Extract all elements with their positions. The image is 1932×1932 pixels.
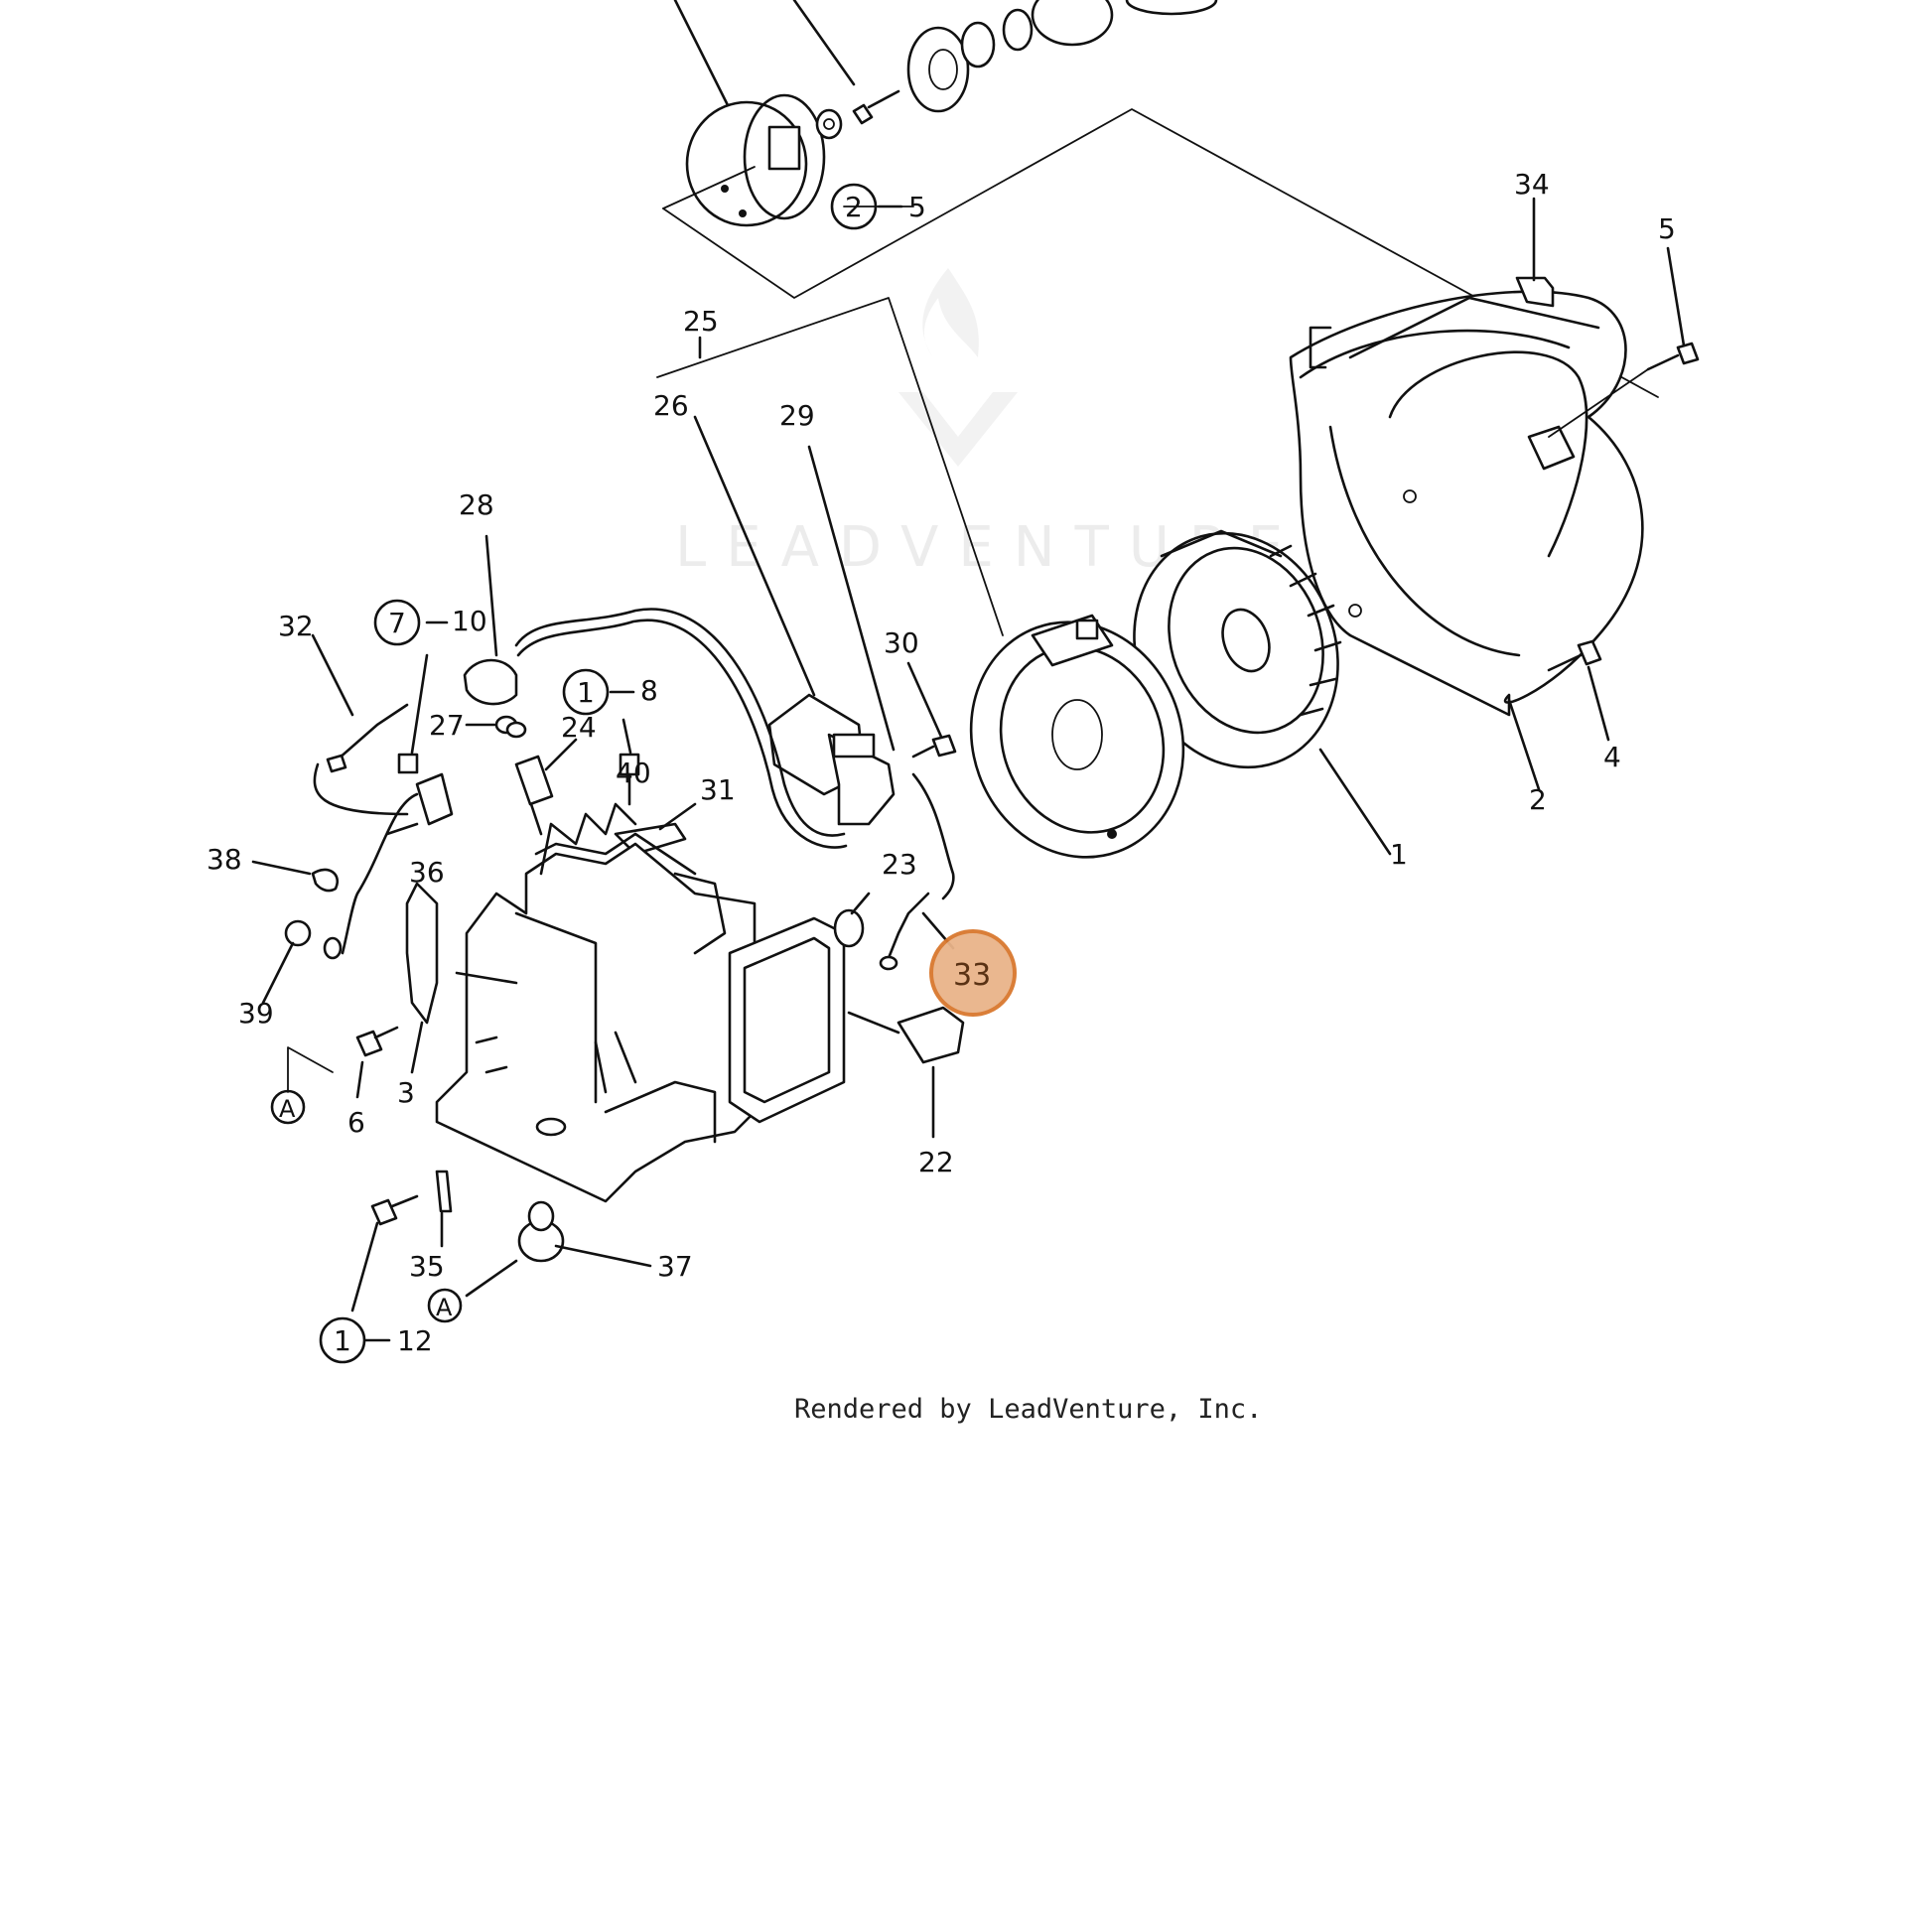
plate-part-3[interactable] (405, 882, 439, 1074)
callout-37: 37 (657, 1250, 693, 1283)
spring-part-35[interactable] (435, 1170, 453, 1248)
ignition-coil[interactable] (693, 415, 896, 826)
callout-24: 24 (561, 711, 597, 744)
callout-4: 4 (1603, 741, 1621, 773)
svg-text:1: 1 (334, 1324, 351, 1357)
stator-ring[interactable] (938, 592, 1215, 887)
svg-text:7: 7 (388, 607, 406, 639)
svg-text:33: 33 (953, 958, 991, 993)
callout-3: 3 (397, 1076, 415, 1109)
callout-8: 8 (640, 674, 658, 707)
drain-plug-part-37[interactable] (465, 1200, 652, 1298)
clip-part-38[interactable] (251, 860, 339, 893)
callout-35: 35 (409, 1250, 445, 1283)
callout-27: 27 (429, 709, 465, 742)
callout-30: 30 (884, 626, 919, 659)
circled-ref-1-bottom: 1 (319, 1316, 366, 1364)
callout-5-right: 5 (1658, 212, 1676, 245)
callout-23: 23 (882, 848, 917, 881)
callout-1: 1 (1390, 838, 1408, 871)
spark-plug[interactable] (514, 738, 578, 836)
highlight-part-33[interactable]: 33 (929, 929, 1017, 1017)
callout-26: 26 (653, 389, 689, 422)
svg-text:A: A (279, 1095, 296, 1123)
callout-31: 31 (700, 773, 736, 806)
callout-34: 34 (1514, 168, 1550, 201)
bolt-part-12[interactable] (350, 1194, 419, 1312)
muffler[interactable] (728, 916, 846, 1124)
bolt-part-4[interactable] (1547, 639, 1610, 742)
callout-2: 2 (1529, 783, 1547, 816)
callout-32: 32 (278, 610, 314, 642)
engine-block[interactable] (435, 802, 757, 1203)
footer-credit: Rendered by LeadVenture, Inc. (794, 1394, 1262, 1425)
callout-28: 28 (459, 488, 494, 521)
bracket-part-36[interactable] (385, 772, 454, 836)
callout-38: 38 (207, 843, 242, 876)
bolt-part-6[interactable] (355, 1026, 399, 1099)
nut-part-23[interactable] (833, 892, 871, 948)
svg-text:1: 1 (577, 676, 595, 709)
callout-39: 39 (238, 997, 274, 1030)
clip-part-32[interactable] (311, 633, 409, 773)
circled-ref-1-top: 1 (562, 668, 610, 716)
callout-22: 22 (918, 1146, 954, 1178)
callout-5-top: 5 (908, 191, 926, 223)
bolt-part-5[interactable] (1548, 246, 1700, 438)
bolt-part-30[interactable] (906, 661, 957, 759)
callout-12: 12 (397, 1324, 433, 1357)
starter-cup-assembly[interactable] (673, 0, 1218, 227)
callout-6: 6 (347, 1106, 365, 1139)
clip-part-34[interactable] (1515, 197, 1555, 308)
callout-36: 36 (409, 856, 445, 889)
circled-ref-a-bottom: A (427, 1288, 463, 1323)
stop-switch[interactable] (847, 1006, 965, 1139)
bolt-part-39[interactable] (261, 919, 343, 1005)
callout-29: 29 (779, 399, 815, 432)
watermark-logo (898, 268, 1018, 467)
bolt-part-8[interactable] (619, 718, 640, 806)
callout-10: 10 (452, 605, 487, 637)
circled-ref-7: 7 (373, 599, 421, 646)
svg-text:A: A (436, 1294, 453, 1321)
svg-text:2: 2 (845, 191, 863, 223)
callout-25: 25 (683, 305, 719, 338)
callout-40: 40 (616, 757, 651, 789)
fan-housing[interactable] (1289, 290, 1644, 717)
spark-plug-cap[interactable] (463, 534, 518, 706)
clip-part-27[interactable] (465, 715, 527, 739)
circled-ref-a-left: A (270, 1089, 306, 1125)
bolt-part-10[interactable] (397, 653, 429, 774)
circled-ref-2: 2 (830, 183, 878, 230)
